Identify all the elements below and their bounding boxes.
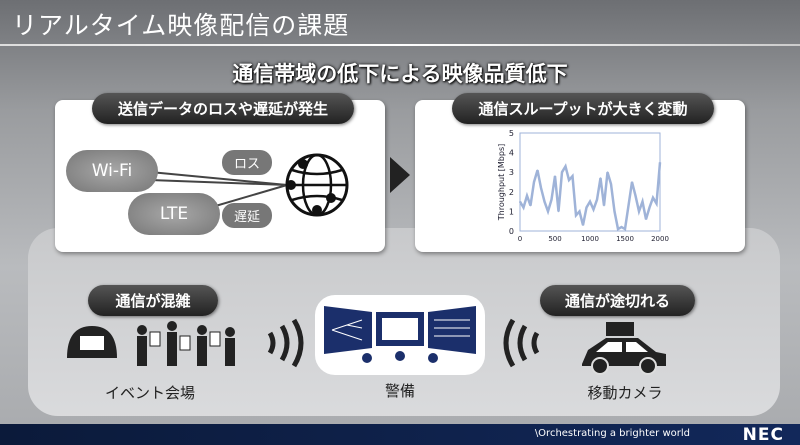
loss-tag: ロス xyxy=(222,150,272,175)
wireless-signal-icon xyxy=(267,318,304,368)
slide-subtitle: 通信帯域の低下による映像品質低下 xyxy=(232,62,568,86)
data-point xyxy=(536,169,539,172)
data-point xyxy=(606,171,609,173)
data-point xyxy=(554,175,556,177)
wireless-signal-icon xyxy=(503,318,540,368)
data-point xyxy=(578,210,581,213)
data-point xyxy=(645,218,647,221)
x-tick-label: 1500 xyxy=(616,235,634,243)
globe-icon xyxy=(285,153,349,217)
nec-logo: NEC xyxy=(742,425,784,445)
data-point xyxy=(526,194,528,197)
data-point xyxy=(564,165,567,168)
throughput-chart: 0 1 2 3 4 5 0 500 1000 1500 2000 Throughput [Mbps] xyxy=(497,129,669,243)
data-point xyxy=(571,175,574,177)
data-point xyxy=(519,200,521,203)
y-tick-label: 2 xyxy=(509,188,514,197)
data-point xyxy=(655,202,658,205)
y-axis-label: Throughput [Mbps] xyxy=(497,144,506,221)
data-point xyxy=(624,228,626,230)
y-tick-label: 5 xyxy=(509,129,514,138)
data-point xyxy=(575,214,577,217)
data-point xyxy=(631,181,633,183)
y-tick-label: 1 xyxy=(509,207,514,216)
right-panel xyxy=(415,100,745,252)
lte-cloud: LTE xyxy=(128,193,220,235)
data-point xyxy=(592,208,595,211)
data-point xyxy=(547,210,549,213)
data-point xyxy=(648,206,651,209)
x-tick-label: 2000 xyxy=(651,235,669,243)
data-point xyxy=(582,224,584,226)
delay-tag: 遅延 xyxy=(222,203,272,228)
data-point xyxy=(585,206,588,209)
slide-title: リアルタイム映像配信の課題 xyxy=(12,11,350,40)
data-point xyxy=(533,181,535,183)
right-panel-heading: 通信スループットが大きく変動 xyxy=(452,93,714,124)
link-line xyxy=(149,171,288,186)
data-point xyxy=(529,204,532,207)
data-point xyxy=(627,204,630,207)
arrow-right-icon xyxy=(390,157,410,193)
data-point xyxy=(638,210,640,213)
data-point xyxy=(557,210,560,213)
x-tick-label: 1000 xyxy=(581,235,599,243)
data-point xyxy=(599,177,602,179)
data-point xyxy=(620,226,623,228)
data-point xyxy=(568,179,570,181)
data-point xyxy=(634,194,637,197)
link-line xyxy=(149,179,288,186)
mobile-camera-car-icon xyxy=(582,322,666,375)
footer-tagline: \Orchestrating a brighter world xyxy=(534,428,690,439)
data-point xyxy=(659,161,661,164)
throughput-series xyxy=(518,162,662,232)
y-tick-label: 0 xyxy=(509,227,514,236)
left-panel-heading: 送信データのロスや遅延が発生 xyxy=(92,93,354,124)
data-point xyxy=(641,200,644,203)
data-point xyxy=(522,206,525,209)
data-point xyxy=(603,204,605,207)
title-divider xyxy=(0,44,800,46)
network-diagram xyxy=(149,153,349,217)
mobile-camera-label: 移動カメラ xyxy=(587,384,663,402)
y-tick-label: 4 xyxy=(509,149,514,158)
data-point xyxy=(543,200,546,203)
congestion-heading: 通信が混雑 xyxy=(88,285,218,316)
data-point xyxy=(617,228,619,230)
x-tick-label: 0 xyxy=(518,235,522,243)
plot-frame xyxy=(519,132,661,232)
data-point xyxy=(596,198,598,201)
data-point xyxy=(561,171,563,173)
data-point xyxy=(610,183,612,185)
data-point xyxy=(540,187,542,189)
y-tick-label: 3 xyxy=(509,168,514,177)
security-label: 警備 xyxy=(384,382,415,400)
data-point xyxy=(550,198,553,201)
monitoring-room-icon xyxy=(324,306,476,363)
wifi-cloud: Wi-Fi xyxy=(66,150,158,192)
data-point xyxy=(613,210,616,213)
x-tick-label: 500 xyxy=(548,235,561,243)
footer-bar xyxy=(0,424,800,445)
event-venue-label: イベント会場 xyxy=(104,384,195,402)
data-point xyxy=(589,200,591,203)
event-venue-icon xyxy=(67,321,235,366)
data-point xyxy=(652,196,654,199)
disconnect-heading: 通信が途切れる xyxy=(540,285,695,316)
